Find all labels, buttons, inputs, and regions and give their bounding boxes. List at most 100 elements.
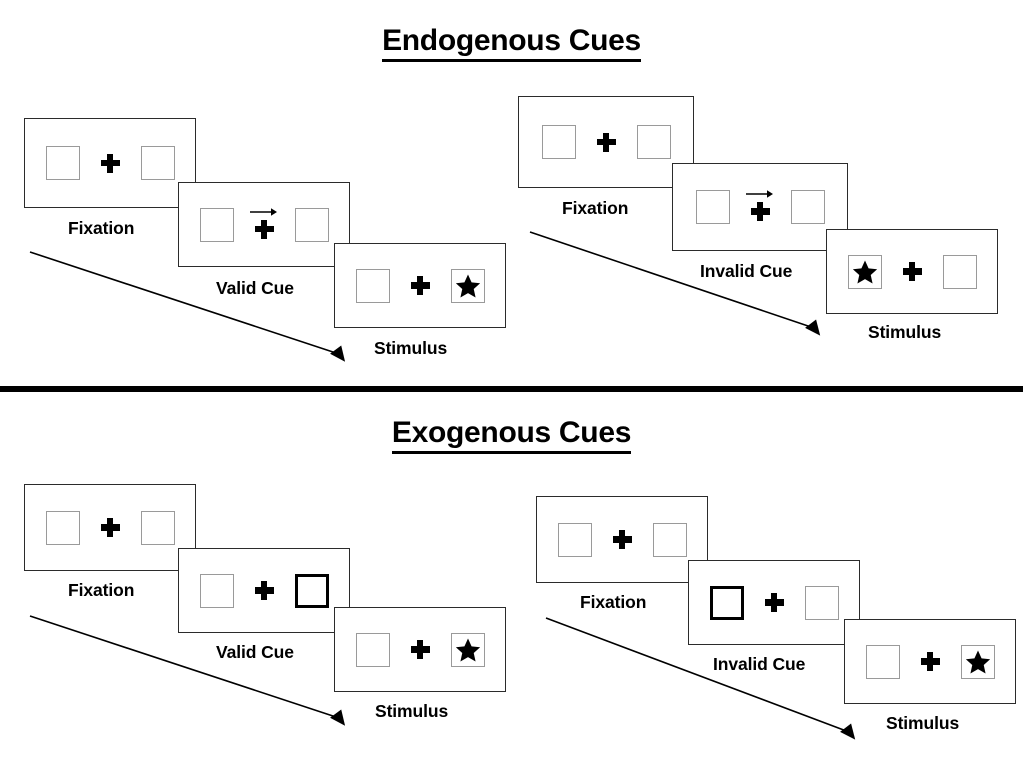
section-title-exogenous: Exogenous Cues [0, 416, 1023, 454]
panel-exo-invalid-stimulus[interactable] [844, 619, 1016, 704]
stimulus-box-right[interactable] [450, 632, 485, 667]
spacer [882, 271, 903, 272]
caption-endo-invalid-stimulus: Stimulus [868, 322, 942, 342]
star-icon [852, 260, 877, 283]
section-divider [0, 386, 1023, 392]
panel-content [179, 549, 349, 632]
stimulus-box-left[interactable] [847, 254, 882, 289]
spacer [274, 224, 295, 225]
stimulus-box-left[interactable] [199, 207, 234, 242]
panel-endo-valid-stimulus[interactable] [334, 243, 506, 328]
spacer [940, 661, 961, 662]
panel-exo-valid-fixation[interactable] [24, 484, 196, 571]
caption-exo-valid-stimulus: Stimulus [375, 701, 449, 721]
spacer [234, 224, 255, 225]
panel-endo-valid-cue[interactable] [178, 182, 350, 267]
caption-endo-invalid-fixation: Fixation [562, 198, 629, 218]
panel-endo-invalid-fixation[interactable] [518, 96, 694, 188]
stimulus-box-left[interactable] [557, 522, 592, 557]
fixation-cross-icon [100, 518, 120, 537]
panel-content [519, 97, 693, 187]
fixation-cross-icon [100, 153, 120, 173]
caption-exo-valid-fixation: Fixation [68, 580, 135, 600]
spacer [730, 207, 751, 208]
panel-content [25, 485, 195, 570]
spacer [390, 285, 411, 286]
fixation-cross-icon [750, 202, 770, 221]
arrow-right-icon [250, 208, 277, 216]
stimulus-box-right-cued[interactable] [294, 573, 329, 608]
fixation-cross-icon [612, 530, 632, 549]
star-icon [455, 274, 480, 297]
stimulus-box-left[interactable] [45, 510, 80, 545]
panel-content [689, 561, 859, 644]
fixation-cross-icon [764, 593, 784, 612]
spacer [234, 590, 255, 591]
stimulus-box-right[interactable] [652, 522, 687, 557]
caption-endo-valid-fixation: Fixation [68, 218, 135, 238]
spacer [922, 271, 943, 272]
stimulus-box-right[interactable] [960, 644, 995, 679]
spacer [80, 527, 101, 528]
spacer [80, 163, 101, 164]
spacer [900, 661, 921, 662]
caption-exo-invalid-stimulus: Stimulus [886, 713, 960, 733]
caption-exo-invalid-cue: Invalid Cue [713, 654, 806, 674]
caption-exo-invalid-fixation: Fixation [580, 592, 647, 612]
stimulus-box-left[interactable] [355, 268, 390, 303]
panel-content [537, 497, 707, 582]
panel-content [845, 620, 1015, 703]
stimulus-box-right[interactable] [140, 146, 175, 180]
panel-content [827, 230, 997, 313]
caption-endo-invalid-cue: Invalid Cue [700, 261, 793, 281]
stimulus-box-left[interactable] [695, 190, 730, 224]
panel-endo-invalid-cue[interactable] [672, 163, 848, 251]
stimulus-box-right[interactable] [450, 268, 485, 303]
fixation-cross-icon [410, 276, 430, 295]
fixation-cross-icon [596, 132, 616, 152]
spacer [770, 207, 791, 208]
fixation-cross-icon [920, 652, 940, 671]
star-icon [965, 650, 990, 673]
panel-exo-valid-cue[interactable] [178, 548, 350, 633]
panel-content [673, 164, 847, 250]
stimulus-box-left-cued[interactable] [709, 585, 744, 620]
stimulus-box-left[interactable] [355, 632, 390, 667]
stimulus-box-right[interactable] [790, 190, 825, 224]
stimulus-box-right[interactable] [294, 207, 329, 242]
star-icon [455, 638, 480, 661]
section-title-exogenous-text: Exogenous Cues [391, 416, 631, 454]
spacer [632, 539, 653, 540]
fixation-cross-icon [254, 219, 274, 239]
panel-exo-valid-stimulus[interactable] [334, 607, 506, 692]
spacer [390, 649, 411, 650]
stimulus-box-left[interactable] [865, 644, 900, 679]
caption-endo-valid-stimulus: Stimulus [374, 338, 448, 358]
panel-exo-invalid-fixation[interactable] [536, 496, 708, 583]
spacer [744, 602, 765, 603]
panel-content [335, 608, 505, 691]
stimulus-box-left[interactable] [541, 125, 576, 159]
spacer [784, 602, 805, 603]
panel-content [179, 183, 349, 266]
stimulus-box-right[interactable] [140, 510, 175, 545]
panel-exo-invalid-cue[interactable] [688, 560, 860, 645]
arrow-right-icon [746, 190, 773, 198]
fixation-cross-icon [902, 262, 922, 281]
stimulus-box-right[interactable] [636, 125, 671, 159]
stimulus-box-right[interactable] [942, 254, 977, 289]
spacer [430, 649, 451, 650]
fixation-cross-icon [254, 581, 274, 600]
spacer [274, 590, 295, 591]
stimulus-box-left[interactable] [199, 573, 234, 608]
stimulus-box-right[interactable] [804, 585, 839, 620]
section-title-endogenous: Endogenous Cues [0, 24, 1023, 62]
panel-endo-valid-fixation[interactable] [24, 118, 196, 208]
fixation-cross-icon [410, 640, 430, 659]
stimulus-box-left[interactable] [45, 146, 80, 180]
panel-endo-invalid-stimulus[interactable] [826, 229, 998, 314]
spacer [616, 142, 637, 143]
panel-content [335, 244, 505, 327]
spacer [576, 142, 597, 143]
spacer [120, 527, 141, 528]
